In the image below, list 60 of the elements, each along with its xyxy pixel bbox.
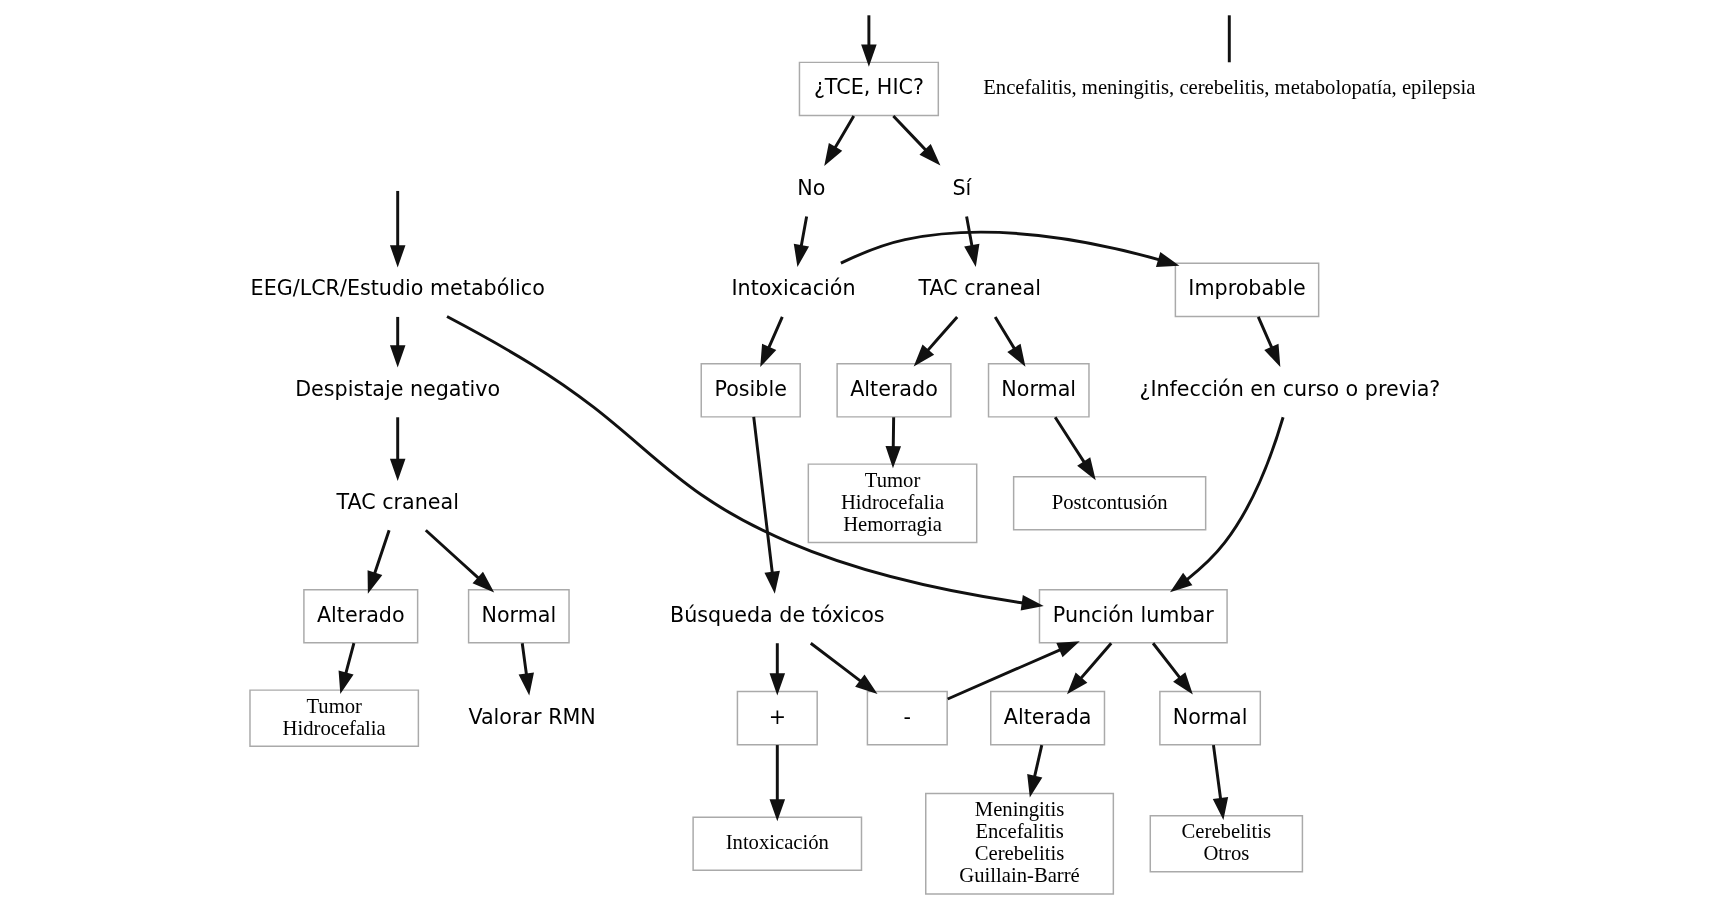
arrow — [1151, 642, 1193, 695]
node-text: Sí — [952, 175, 972, 200]
node-box: ¿TCE, HIC? — [798, 61, 940, 117]
node-box: Normal — [1159, 690, 1262, 746]
arrow — [964, 216, 980, 267]
arrow — [993, 316, 1026, 367]
node-box: + — [736, 690, 818, 746]
node-box: Alterado — [303, 588, 419, 644]
node-text: EEG/LCR/Estudio metabólico — [250, 276, 545, 301]
arrow — [1066, 642, 1113, 695]
node-text: Valorar RMN — [468, 704, 596, 729]
arrow — [1212, 744, 1229, 821]
arrow — [389, 417, 406, 481]
arrow — [885, 417, 902, 469]
arrow — [947, 641, 1080, 701]
arrow — [389, 190, 406, 268]
arrow — [752, 416, 780, 594]
arrow — [760, 316, 784, 368]
arrow — [1170, 416, 1285, 593]
arrow — [1256, 316, 1281, 368]
node-box: Tumor Hidrocefalia Hemorragia — [807, 463, 978, 544]
arrow — [892, 115, 941, 166]
node-text: ¿Infección en curso o previa? — [1139, 376, 1441, 401]
node-text: TAC craneal — [336, 489, 459, 514]
node-text: Encefalitis, meningitis, cerebelitis, metabolopatía, epilepsia — [983, 76, 1476, 99]
node-box: Normal — [467, 588, 570, 644]
node-box: Improbable — [1174, 262, 1320, 318]
node-box: Cerebelitis Otros — [1149, 814, 1304, 873]
arrow — [840, 230, 1180, 267]
node-box: Alterada — [990, 690, 1106, 746]
arrow — [1027, 744, 1044, 798]
node-box: Intoxicación — [692, 816, 863, 872]
node-text: Búsqueda de tóxicos — [670, 602, 885, 627]
node-box: Alterado — [836, 362, 952, 418]
arrow — [389, 316, 406, 368]
node-box: Tumor Hidrocefalia — [249, 689, 420, 747]
arrow — [769, 643, 786, 696]
arrow — [424, 529, 495, 593]
node-text: Intoxicación — [731, 276, 856, 301]
node-box: Meningitis Encefalitis Cerebelitis Guillain-Barré — [925, 792, 1115, 895]
arrow — [861, 15, 877, 67]
node-text: TAC craneal — [918, 276, 1041, 301]
node-box: Posible — [700, 362, 801, 418]
node-box: Normal — [987, 362, 1090, 418]
arrow — [824, 115, 855, 166]
arrow — [446, 315, 1044, 611]
node-box: Postcontusión — [1012, 475, 1207, 531]
node-box: Punción lumbar — [1038, 588, 1228, 644]
node-text: No — [797, 175, 826, 200]
arrow — [518, 643, 534, 696]
arrow — [1053, 416, 1096, 481]
arrow — [338, 642, 356, 694]
arrow — [367, 529, 391, 594]
connector — [1227, 15, 1231, 63]
node-text: Despistaje negativo — [295, 376, 501, 401]
node-box: - — [866, 690, 948, 746]
arrow — [809, 642, 878, 694]
arrow — [913, 315, 959, 367]
arrow — [769, 745, 786, 822]
arrow — [793, 216, 810, 267]
